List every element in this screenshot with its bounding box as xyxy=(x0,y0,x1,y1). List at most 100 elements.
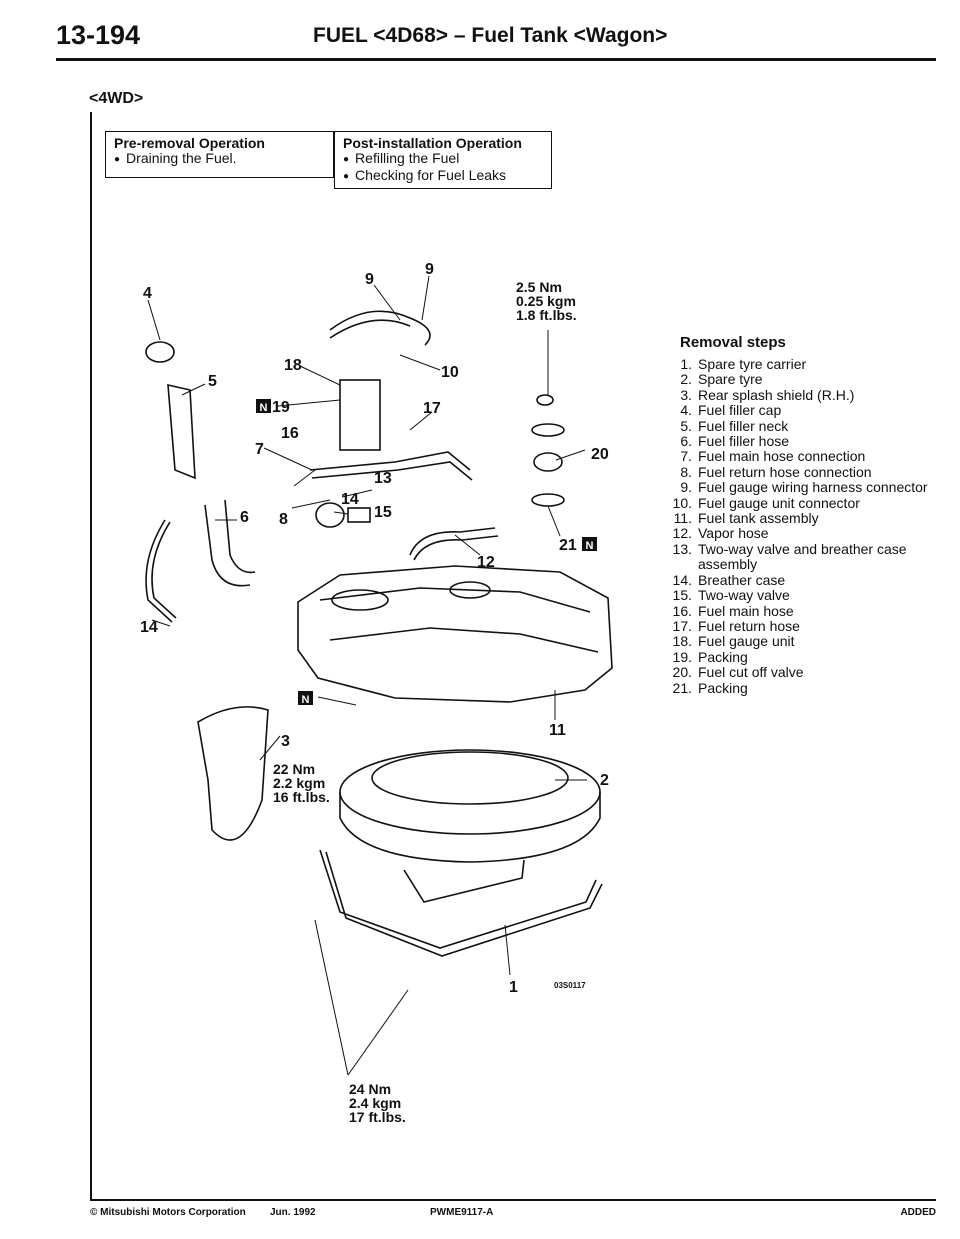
list-item: 17.Fuel return hose xyxy=(672,617,800,634)
diagram-callouts: 4 5 6 14 18 19 16 7 8 14 13 15 9 9 10 17… xyxy=(140,261,609,996)
svg-text:0.25 kgm: 0.25 kgm xyxy=(516,293,576,309)
list-item: 10.Fuel gauge unit connector xyxy=(672,494,860,511)
pre-removal-heading: Pre-removal Operation xyxy=(114,135,265,151)
callout-6: 6 xyxy=(240,509,249,526)
callout-3: 3 xyxy=(281,733,290,750)
filler-neck xyxy=(167,383,196,480)
list-item: 2.Spare tyre xyxy=(680,371,763,388)
callout-12: 12 xyxy=(477,554,495,571)
leader-line xyxy=(547,505,561,537)
footer-status: ADDED xyxy=(900,1207,936,1218)
callout-9b: 9 xyxy=(425,261,434,278)
carrier-bracket xyxy=(403,859,525,903)
fuel-gauge-unit xyxy=(339,379,381,451)
fuel-tank-rib xyxy=(329,627,599,653)
svg-text:2.2 kgm: 2.2 kgm xyxy=(273,775,325,791)
list-item: 6.Fuel filler hose xyxy=(680,433,790,450)
diagram-parts xyxy=(145,275,613,1076)
footer-copyright: © Mitsubishi Motors Corporation xyxy=(90,1207,246,1218)
callout-9a: 9 xyxy=(365,271,374,288)
list-item: Refilling the Fuel xyxy=(343,151,543,168)
list-item: 1.Spare tyre carrier xyxy=(680,356,807,372)
leader-line xyxy=(314,919,349,1076)
leader-line xyxy=(147,299,161,341)
leader-line xyxy=(555,449,586,461)
wiring-harness xyxy=(329,310,431,346)
removal-steps-list: 1.Spare tyre carrier 2.Spare tyre 3.Rear… xyxy=(660,356,940,696)
list-item: Draining the Fuel. xyxy=(114,151,325,168)
list-item: 15.Two-way valve xyxy=(672,587,790,604)
breather-case xyxy=(315,502,345,528)
breather-hose xyxy=(145,519,173,623)
header-rule xyxy=(56,58,936,61)
spare-tyre-carrier xyxy=(325,851,603,957)
svg-text:2.4 kgm: 2.4 kgm xyxy=(349,1095,401,1111)
list-item: Checking for Fuel Leaks xyxy=(343,168,543,185)
torque-spec-3: 24 Nm 2.4 kgm 17 ft.lbs. xyxy=(349,1081,406,1125)
leader-line xyxy=(299,365,341,386)
page-header: 13-194 FUEL <4D68> – Fuel Tank <Wagon> xyxy=(56,20,936,60)
leader-line xyxy=(341,489,373,498)
svg-text:24 Nm: 24 Nm xyxy=(349,1081,391,1097)
cut-off-valve-part xyxy=(536,394,554,406)
callout-14: 14 xyxy=(140,619,158,636)
marker-badge-text: N xyxy=(586,540,594,552)
callout-20: 20 xyxy=(591,446,609,463)
leader-line xyxy=(347,989,409,1076)
leader-line xyxy=(181,383,206,396)
svg-text:16 ft.lbs.: 16 ft.lbs. xyxy=(273,789,330,805)
filler-hose xyxy=(204,504,251,587)
leader-line xyxy=(259,735,281,761)
post-install-heading: Post-installation Operation xyxy=(343,135,522,151)
list-item: 16.Fuel main hose xyxy=(672,602,794,619)
marker-badges: N N N xyxy=(256,399,597,706)
callout-1: 1 xyxy=(509,979,518,996)
list-item: 14.Breather case xyxy=(672,571,786,588)
post-install-box: Post-installation Operation Refilling th… xyxy=(334,131,552,189)
pre-removal-list: Draining the Fuel. xyxy=(114,151,325,168)
callout-21: 21 xyxy=(559,537,577,554)
vapor-hose xyxy=(409,527,496,556)
callout-16: 16 xyxy=(281,425,299,442)
list-item: 9.Fuel gauge wiring harness connector xyxy=(680,479,928,496)
leader-line xyxy=(263,447,313,471)
callout-17: 17 xyxy=(423,400,441,417)
list-item: 7.Fuel main hose connection xyxy=(680,448,866,465)
marker-badge-text: N xyxy=(260,402,268,414)
list-item: 21.Packing xyxy=(672,679,748,696)
svg-text:2.5 Nm: 2.5 Nm xyxy=(516,279,562,295)
footer-code: PWME9117-A xyxy=(430,1207,494,1218)
removal-steps-heading: Removal steps xyxy=(680,334,786,351)
callout-18: 18 xyxy=(284,357,302,374)
spare-tyre xyxy=(339,749,601,835)
leader-line xyxy=(277,399,341,407)
left-margin-rule xyxy=(90,112,92,1199)
fuel-tank-opening xyxy=(449,581,491,599)
list-item: 4.Fuel filler cap xyxy=(680,402,782,419)
torque-spec-1: 2.5 Nm 0.25 kgm 1.8 ft.lbs. xyxy=(516,279,577,323)
list-item: 3.Rear splash shield (R.H.) xyxy=(680,386,855,403)
hose-16-17 xyxy=(311,461,473,481)
callout-11: 11 xyxy=(549,722,566,739)
footer-rule xyxy=(90,1199,936,1201)
callout-14b: 14 xyxy=(341,491,359,508)
leader-line xyxy=(504,924,511,976)
marker-badge xyxy=(582,537,597,551)
page-number: 13-194 xyxy=(56,20,141,50)
fuel-tank xyxy=(297,565,613,703)
leader-line xyxy=(151,619,171,627)
list-item: 19.Packing xyxy=(672,648,748,665)
leader-line xyxy=(291,499,331,509)
filler-hose xyxy=(224,499,256,574)
hose-16-17 xyxy=(309,451,471,471)
leader-line xyxy=(373,284,401,321)
list-item: 20.Fuel cut off valve xyxy=(672,664,804,681)
callout-8: 8 xyxy=(279,511,288,528)
breather-hose xyxy=(151,521,177,619)
torque-spec-2: 22 Nm 2.2 kgm 16 ft.lbs. xyxy=(273,761,330,805)
callout-2: 2 xyxy=(600,772,609,789)
two-way-valve xyxy=(347,507,371,523)
callout-10: 10 xyxy=(441,364,459,381)
list-item: 8.Fuel return hose connection xyxy=(680,463,872,480)
